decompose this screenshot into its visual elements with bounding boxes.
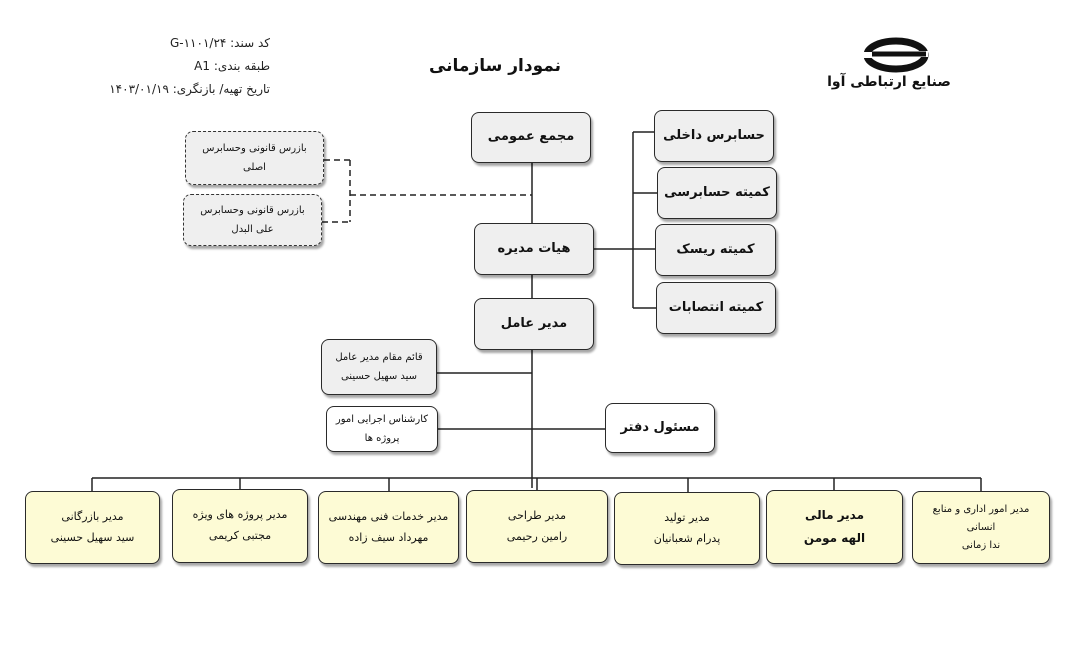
manager-title: مدیر تولید — [664, 510, 710, 524]
project-expert-line1: کارشناس اجرایی امور — [335, 414, 429, 425]
document-code: کد سند: G-۱۱۰۱/۲۴ — [169, 36, 270, 50]
manager-name: ندا زمانی — [961, 539, 1001, 551]
audit-committee-box: کمیته حسابرسی — [657, 167, 777, 219]
manager-hr-box: مدیر امور اداری و منابع انسانی ندا زمانی — [912, 491, 1050, 564]
manager-special-projects-box: مدیر پروژه های ویژه مجتبی کریمی — [172, 489, 308, 563]
manager-finance-box: مدیر مالی الهه مومن — [766, 490, 903, 564]
manager-commerce-box: مدیر بازرگانی سید سهیل حسینی — [25, 491, 160, 564]
manager-title: مدیر بازرگانی — [61, 509, 124, 523]
risk-committee-box: کمیته ریسک — [655, 224, 776, 276]
manager-name: رامین رحیمی — [506, 529, 568, 543]
appointments-committee-label: کمیته انتصابات — [668, 299, 764, 315]
manager-name: مهرداد سیف زاده — [348, 530, 429, 544]
audit-committee-label: کمیته حسابرسی — [664, 184, 770, 200]
document-date: تاریخ تهیه/ بازنگری: ۱۴۰۳/۰۱/۱۹ — [109, 82, 270, 96]
deputy-ceo-title: قائم مقام مدیر عامل — [335, 352, 423, 363]
manager-title: مدیر خدمات فنی مهندسی — [328, 509, 449, 523]
manager-title: مدیر امور اداری و منابع انسانی — [932, 503, 1030, 533]
company-logo-icon — [862, 37, 929, 73]
risk-committee-label: کمیته ریسک — [676, 241, 755, 257]
project-expert-box: کارشناس اجرایی امور پروژه ها — [326, 406, 438, 452]
manager-design-box: مدیر طراحی رامین رحیمی — [466, 490, 608, 563]
manager-name: مجتبی کریمی — [208, 529, 272, 542]
deputy-ceo-name: سید سهیل حسینی — [340, 371, 418, 382]
board-box: هیات مدیره — [474, 223, 594, 275]
general-assembly-box: مجمع عمومی — [471, 112, 591, 163]
office-manager-label: مسئول دفتر — [620, 419, 700, 435]
manager-name: سید سهیل حسینی — [50, 530, 135, 544]
project-expert-line2: پروژه ها — [364, 433, 400, 444]
office-manager-box: مسئول دفتر — [605, 403, 715, 453]
appointments-committee-box: کمیته انتصابات — [656, 282, 776, 334]
deputy-ceo-box: قائم مقام مدیر عامل سید سهیل حسینی — [321, 339, 437, 395]
manager-engineering-services-box: مدیر خدمات فنی مهندسی مهرداد سیف زاده — [318, 491, 459, 564]
inspector-main-line1: بازرس قانونی وحسابرس — [202, 143, 307, 154]
manager-title: مدیر مالی — [804, 508, 865, 523]
inspector-alt-line2: علی البدل — [231, 224, 274, 235]
inspector-alt-line1: بازرس قانونی وحسابرس — [200, 205, 305, 216]
document-classification: طبقه بندی: A1 — [194, 59, 270, 73]
ceo-box: مدیر عامل — [474, 298, 594, 350]
manager-title: مدیر طراحی — [507, 508, 567, 522]
manager-title: مدیر پروژه های ویژه — [192, 508, 288, 522]
general-assembly-label: مجمع عمومی — [487, 129, 575, 145]
inspector-main-line2: اصلی — [243, 162, 266, 173]
board-label: هیات مدیره — [497, 240, 571, 256]
manager-name: الهه مومن — [803, 531, 866, 545]
internal-auditor-label: حسابرس داخلی — [663, 127, 765, 143]
manager-production-box: مدیر تولید پدرام شعبانیان — [614, 492, 760, 565]
manager-name: پدرام شعبانیان — [653, 531, 721, 545]
company-name: صنایع ارتباطی آوا — [827, 74, 951, 90]
inspector-alternate-box: بازرس قانونی وحسابرس علی البدل — [183, 194, 322, 246]
internal-auditor-box: حسابرس داخلی — [654, 110, 774, 162]
ceo-label: مدیر عامل — [500, 315, 568, 331]
page-title: نمودار سازمانی — [428, 56, 562, 76]
inspector-main-box: بازرس قانونی وحسابرس اصلی — [185, 131, 324, 185]
